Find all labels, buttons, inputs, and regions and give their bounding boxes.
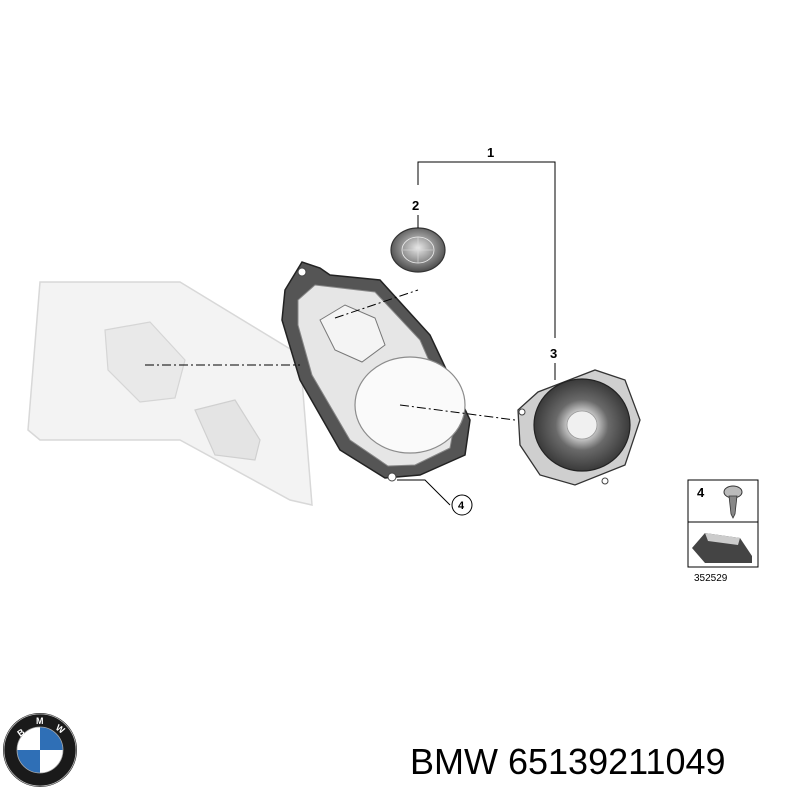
screw-icon (723, 485, 743, 519)
assembly-leaders (145, 289, 516, 421)
parts-legend (687, 479, 759, 568)
bmw-logo: B M W (3, 713, 77, 787)
callout-4-circle (451, 494, 473, 516)
callout-2: 2 (412, 198, 419, 213)
trim-panel (27, 281, 313, 506)
callout-1-bracket (417, 161, 556, 380)
speaker-bracket (281, 261, 471, 482)
svg-text:M: M (36, 716, 44, 726)
caption-part-number: 65139211049 (507, 741, 726, 782)
woofer-speaker (517, 369, 641, 486)
arrow-icon (692, 533, 752, 563)
callout-4: 4 (458, 500, 465, 512)
callout-1: 1 (487, 145, 494, 160)
legend-item-number: 4 (697, 485, 705, 500)
tweeter-speaker (390, 227, 446, 273)
svg-text:B: B (15, 726, 26, 738)
callout-3: 3 (550, 346, 557, 361)
callout-4-leader (397, 479, 451, 506)
legend-code: 352529 (694, 573, 728, 584)
caption-brand: BMW (410, 741, 498, 782)
